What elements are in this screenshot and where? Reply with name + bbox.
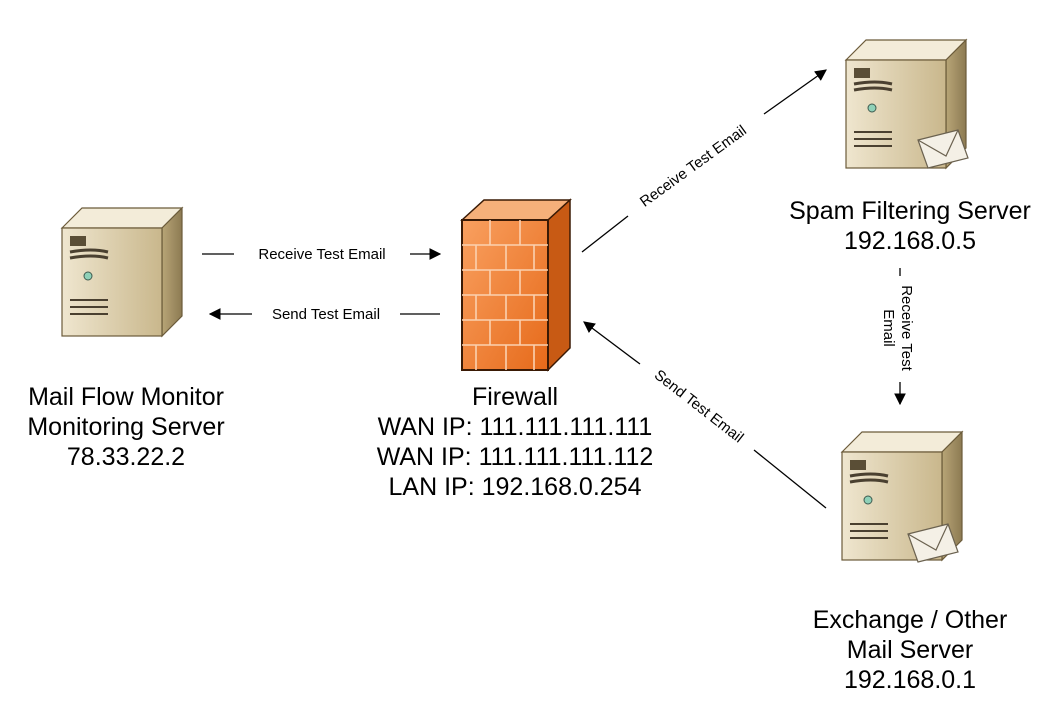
exchange-label-line-2: Mail Server [846,636,974,664]
edge-spam-to-exchange: Receive Test Email [880,268,915,406]
edge-monitor-to-firewall: Receive Test Email [202,246,442,263]
edge-label-receive-3a: Receive Test [898,285,915,371]
firewall-label-line-3: WAN IP: 111.111.111.112 [376,443,654,471]
monitor-label-line-2: Monitoring Server [27,413,225,441]
edge-label-receive-1: Receive Test Email [258,246,385,263]
exchange-server-icon [840,430,964,563]
exchange-label-line-3: 192.168.0.1 [843,666,977,694]
spam-label: Spam Filtering Server 192.168.0.5 [760,196,1060,256]
firewall-label-line-4: LAN IP: 192.168.0.254 [388,473,642,501]
firewall-label-line-1: Firewall [471,383,559,411]
firewall-label-line-2: WAN IP: 111.111.111.111 [377,413,653,441]
spam-server-icon [844,38,969,170]
edge-label-receive-2: Receive Test Email [637,122,750,211]
edge-firewall-to-monitor: Send Test Email [208,306,440,323]
spam-label-line-2: 192.168.0.5 [843,227,977,255]
spam-label-line-1: Spam Filtering Server [789,197,1031,225]
exchange-label: Exchange / Other Mail Server 192.168.0.1 [760,605,1060,695]
monitor-label: Mail Flow Monitor Monitoring Server 78.3… [0,382,252,472]
firewall-icon [460,198,572,372]
firewall-label: Firewall WAN IP: 111.111.111.111 WAN IP:… [330,382,700,502]
exchange-label-line-1: Exchange / Other [812,606,1008,634]
edge-label-send-1: Send Test Email [272,306,380,323]
monitor-label-line-1: Mail Flow Monitor [28,383,224,411]
monitor-server-icon [60,206,184,338]
edge-label-receive-3b: Email [880,309,897,347]
monitor-label-line-3: 78.33.22.2 [66,443,186,471]
